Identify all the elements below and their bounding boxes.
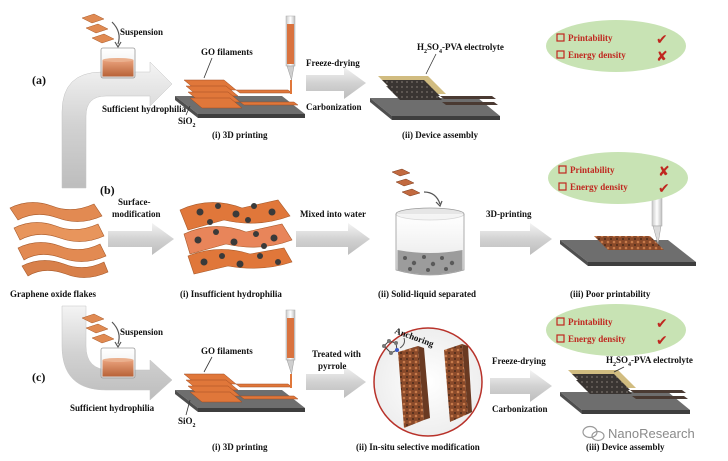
printing-bed-c (175, 373, 305, 412)
legend-a-printability-icon: ✔ (656, 32, 668, 48)
legend-c-energy-icon: ✔ (656, 333, 668, 349)
panel-b-label: (b) (100, 183, 115, 197)
svg-text:Printability: Printability (568, 33, 613, 43)
panel-a-arrow-bottom: Carbonization (306, 102, 362, 112)
suspension-pointer-icon (111, 21, 120, 45)
legend-a: Printability ✔ Energy density ✘ (546, 20, 686, 72)
watermark-text: NanoResearch (608, 426, 695, 441)
graphene-flakes-icon (9, 202, 109, 278)
flakes-icon (81, 13, 115, 44)
legend-c-printability-icon: ✔ (656, 316, 668, 332)
panel-c-arrow1-top: Treated with (312, 349, 361, 359)
device-c (560, 370, 690, 414)
go-filaments-label-c: GO filaments (201, 346, 253, 356)
panel-b-arrow1-bottom: modification (112, 209, 161, 219)
panel-b-step2: (ii) Solid-liquid separated (378, 289, 476, 299)
panel-a-step1: (i) 3D printing (212, 130, 268, 140)
svg-text:Energy density: Energy density (570, 182, 628, 192)
panel-c-step2: (ii) In-situ selective modification (356, 442, 480, 452)
svg-text:Energy density: Energy density (568, 50, 626, 60)
panel-a-electrolyte-label: H2SO4-PVA electrolyte (417, 42, 504, 55)
panel-a-hydrophilia-label: Sufficient hydrophilia (102, 104, 187, 114)
printing-bed-b (560, 236, 696, 266)
suspension-label-c: Suspension (120, 327, 163, 337)
beaker-c-icon (100, 347, 136, 379)
panel-c-arrow2-bottom: Carbonization (492, 404, 548, 414)
svg-text:Energy density: Energy density (568, 334, 626, 344)
in-situ-modification-icon (373, 327, 483, 437)
beaker-icon (100, 47, 136, 79)
legend-c: Printability ✔ Energy density ✔ (546, 304, 686, 356)
panel-c-arrow1 (306, 366, 366, 398)
panel-a-label: (a) (32, 73, 46, 87)
go-filaments-label-a: GO filaments (201, 47, 253, 57)
svg-text:Printability: Printability (568, 317, 613, 327)
suspension-label: Suspension (120, 27, 163, 37)
panel-b: (b) Graphene oxide flakes Surface- modif… (9, 152, 696, 299)
panel-c-arrow1-bottom: pyrrole (318, 361, 346, 371)
panel-c-hydrophilia-label: Sufficient hydrophilia (70, 403, 155, 413)
legend-b: Printability ✘ Energy density ✔ (548, 152, 688, 204)
print-nozzle-icon (285, 15, 296, 94)
panel-c: (c) Suspension Sufficient hydrophilia (32, 304, 693, 452)
graphene-flakes-label: Graphene oxide flakes (10, 289, 96, 299)
panel-b-arrow3 (480, 223, 552, 255)
panel-c-electrolyte-label: H2SO4-PVA electrolyte (606, 355, 693, 368)
legend-b-printability-icon: ✘ (658, 164, 670, 180)
panel-a-step2: (ii) Device assembly (402, 130, 478, 140)
panel-b-arrow3-label: 3D-printing (486, 209, 532, 219)
panel-c-label: (c) (32, 370, 45, 384)
panel-b-arrow1 (108, 223, 174, 255)
panel-b-arrow2 (296, 223, 370, 255)
panel-b-step3: (iii) Poor printability (570, 289, 651, 299)
panel-a-curved-arrow (61, 61, 173, 189)
printing-bed-a (175, 79, 305, 118)
panel-b-step1: (i) Insufficient hydrophilia (180, 289, 282, 299)
watermark: NanoResearch (582, 425, 695, 442)
legend-a-energy-icon: ✘ (656, 49, 668, 65)
panel-a-arrow (306, 67, 366, 99)
svg-text:Printability: Printability (570, 165, 615, 175)
modified-flakes-icon (179, 199, 293, 275)
panel-a-arrow-top: Freeze-drying (306, 58, 360, 68)
print-nozzle-c-icon (285, 309, 296, 388)
device-a (370, 76, 500, 120)
panel-c-step1: (i) 3D printing (212, 442, 268, 452)
panel-c-arrow2 (490, 370, 552, 402)
panel-a: (a) Suspension Sufficient hydrophilia (32, 13, 686, 189)
sio2-label-c: SiO2 (178, 416, 196, 429)
flakes-c-icon (81, 313, 115, 344)
sio2-label-a: SiO2 (178, 116, 196, 129)
panel-c-arrow2-top: Freeze-drying (492, 356, 546, 366)
panel-b-arrow2-label: Mixed into water (300, 209, 366, 219)
panel-c-curved-arrow (61, 305, 173, 401)
wechat-icon (582, 425, 605, 442)
separated-beaker-icon (391, 168, 465, 276)
panel-b-arrow1-top: Surface- (118, 197, 151, 207)
print-nozzle-b-icon (651, 185, 663, 245)
legend-b-energy-icon: ✔ (658, 181, 670, 197)
panel-c-step3: (iii) Device assembly (586, 442, 665, 452)
